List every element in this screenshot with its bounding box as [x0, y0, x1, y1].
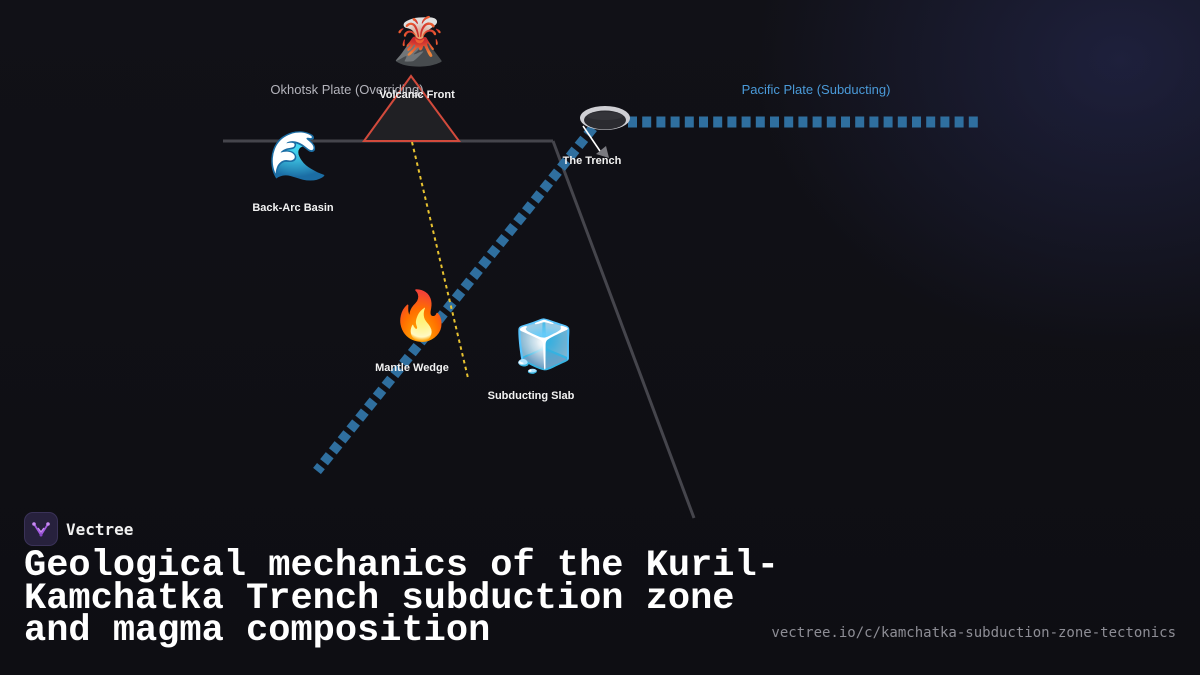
trench-arrowhead	[596, 146, 609, 158]
node-label-back-arc-basin: Back-Arc Basin	[252, 202, 334, 214]
subducting-slab-path	[313, 124, 597, 475]
node-label-mantle-wedge: Mantle Wedge	[375, 362, 449, 374]
overriding-plate-label: Okhotsk Plate (Overriding)	[270, 82, 424, 97]
ice-cube-icon: 🧊	[513, 317, 576, 375]
fire-icon: 🔥	[391, 288, 451, 344]
node-label-volcanic-front: Volcanic Front	[379, 89, 455, 101]
magma-ascent-path	[411, 141, 469, 379]
volcano-icon: 🌋	[390, 14, 448, 68]
vectree-logo-icon	[24, 512, 58, 546]
page-title: Geological mechanics of the Kuril-Kamcha…	[24, 545, 779, 652]
trench-pointer-line	[582, 125, 601, 152]
hole-icon	[580, 106, 630, 130]
brand-name: Vectree	[66, 519, 134, 539]
wave-icon: 🌊	[268, 128, 328, 184]
node-label-subducting-slab: Subducting Slab	[487, 390, 575, 402]
plate-boundary-line	[551, 140, 696, 519]
node-label-the-trench: The Trench	[562, 155, 622, 167]
volcano-triangle	[362, 74, 461, 142]
source-url: vectree.io/c/kamchatka-subduction-zone-t…	[771, 625, 1176, 641]
subducting-plate-label: Pacific Plate (Subducting)	[741, 82, 891, 97]
brand: Vectree	[24, 512, 133, 546]
